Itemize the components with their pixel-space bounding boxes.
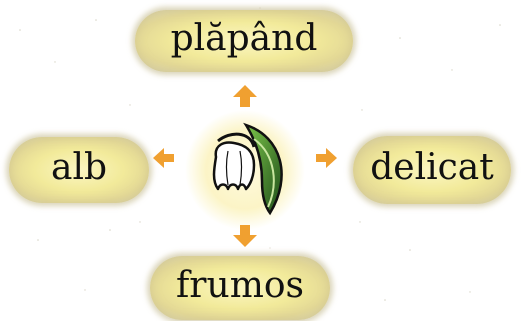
lily-of-the-valley-icon bbox=[212, 122, 283, 216]
arrow-left-icon bbox=[153, 148, 174, 168]
center-hub bbox=[153, 85, 337, 247]
word-box-left: alb bbox=[9, 137, 149, 203]
arrow-up-icon bbox=[233, 85, 257, 107]
word-right: delicat bbox=[370, 147, 494, 188]
word-box-top: plăpând bbox=[135, 10, 353, 72]
arrow-down-icon bbox=[233, 225, 257, 247]
arrow-right-icon bbox=[316, 148, 337, 168]
word-left: alb bbox=[50, 147, 108, 188]
word-bottom: frumos bbox=[175, 265, 304, 306]
word-top: plăpând bbox=[170, 18, 318, 59]
word-box-bottom: frumos bbox=[150, 256, 330, 320]
word-box-right: delicat bbox=[353, 136, 511, 204]
